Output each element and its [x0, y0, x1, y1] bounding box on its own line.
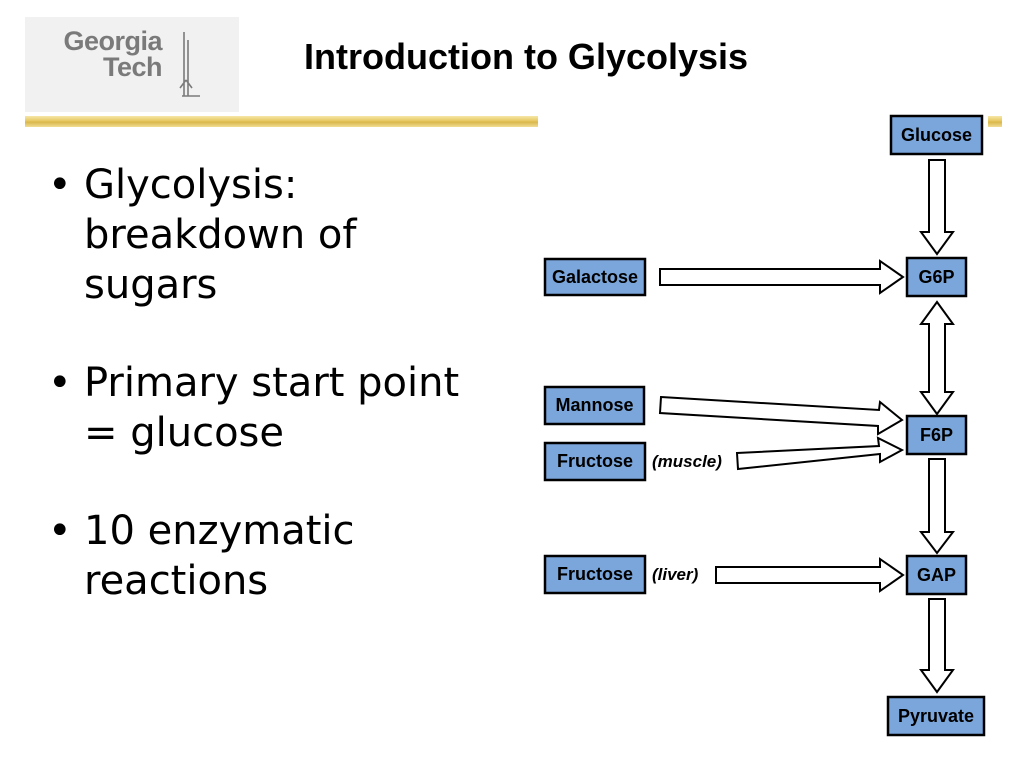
- node-mannose: Mannose: [543, 385, 646, 426]
- node-glucose: Glucose: [889, 114, 984, 156]
- bullet-list: • Glycolysis: breakdown of sugars • Primar…: [48, 160, 468, 654]
- bullet-text: Glycolysis: breakdown of sugars: [84, 162, 357, 308]
- node-glucose-label: Glucose: [901, 125, 972, 145]
- arrow-galactose-g6p: [659, 259, 905, 295]
- bullet-dot-icon: •: [48, 162, 72, 208]
- bullet-text: 10 enzymatic reactions: [84, 508, 355, 604]
- bullet-item: • Primary start point = glucose: [48, 358, 468, 458]
- note-muscle: (muscle): [652, 452, 722, 471]
- title-underline: [25, 116, 538, 127]
- bullet-dot-icon: •: [48, 508, 72, 554]
- node-fructose-muscle: Fructose: [543, 441, 647, 482]
- logo-line1: Georgia: [63, 26, 162, 56]
- arrow-mannose-f6p: [658, 395, 904, 436]
- arrow-glucose-g6p: [919, 159, 955, 256]
- node-galactose: Galactose: [543, 257, 647, 297]
- georgia-tech-logo: Georgia Tech: [32, 26, 163, 82]
- arrow-fructose-muscle-f6p: [735, 436, 905, 471]
- bullet-item: • 10 enzymatic reactions: [48, 506, 468, 606]
- bullet-dot-icon: •: [48, 360, 72, 406]
- node-gap: GAP: [905, 554, 968, 596]
- node-fructose-muscle-label: Fructose: [557, 451, 633, 471]
- arrow-f6p-gap: [918, 458, 956, 555]
- node-g6p: G6P: [905, 256, 968, 298]
- node-galactose-label: Galactose: [552, 267, 638, 287]
- node-fructose-liver-label: Fructose: [557, 564, 633, 584]
- node-f6p: F6P: [905, 414, 968, 456]
- arrow-gap-pyruvate: [919, 598, 955, 694]
- node-f6p-label: F6P: [920, 425, 953, 445]
- logo-panel: [25, 17, 239, 112]
- node-gap-label: GAP: [917, 565, 956, 585]
- bullet-item: • Glycolysis: breakdown of sugars: [48, 160, 468, 310]
- logo-line2: Tech: [102, 52, 163, 82]
- tech-tower-icon: [179, 32, 200, 97]
- arrow-g6p-f6p: [919, 300, 955, 416]
- node-mannose-label: Mannose: [555, 395, 633, 415]
- bullet-text: Primary start point = glucose: [84, 360, 460, 456]
- arrow-fructose-liver-gap: [715, 557, 905, 593]
- node-fructose-liver: Fructose: [543, 554, 647, 595]
- title-underline-stub: [988, 116, 1002, 127]
- slide-title: Introduction to Glycolysis: [304, 36, 749, 77]
- node-g6p-label: G6P: [918, 267, 954, 287]
- node-pyruvate: Pyruvate: [886, 695, 986, 737]
- note-liver: (liver): [652, 565, 699, 584]
- node-pyruvate-label: Pyruvate: [898, 706, 974, 726]
